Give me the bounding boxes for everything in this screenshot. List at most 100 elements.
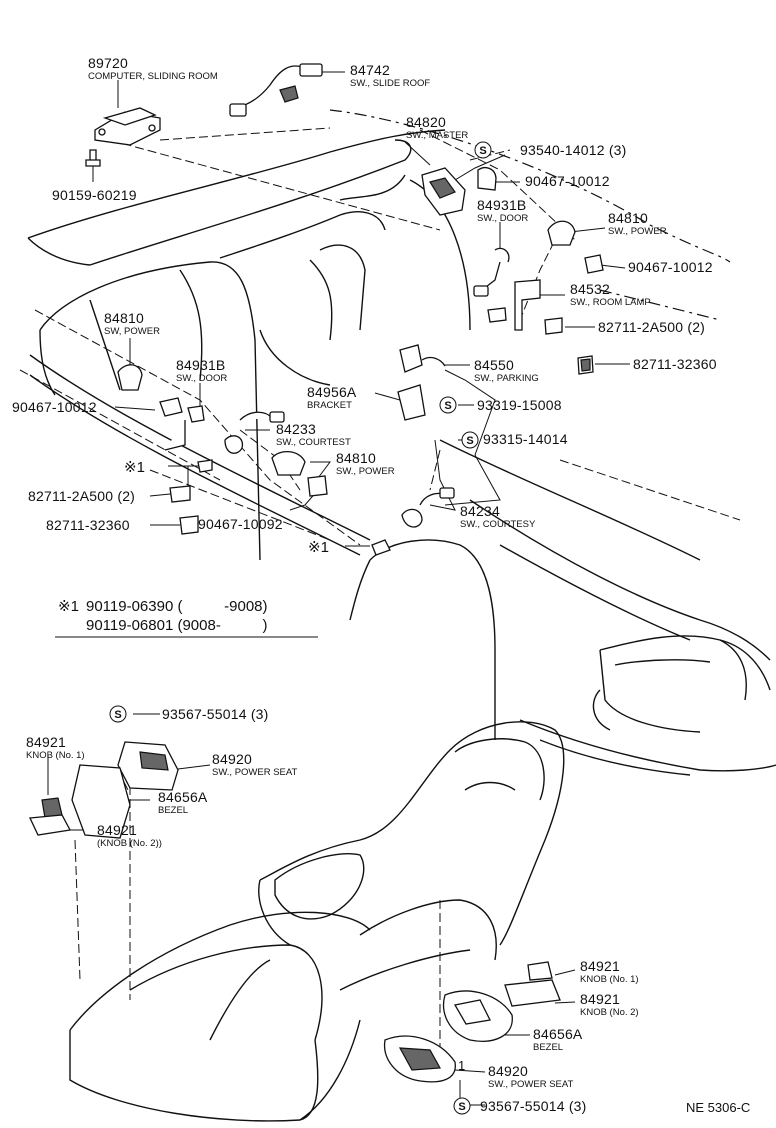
svg-text:89720: 89720 bbox=[88, 55, 128, 71]
svg-text:SW., PARKING: SW., PARKING bbox=[474, 373, 539, 384]
svg-text:84234: 84234 bbox=[460, 503, 500, 519]
callout-84920-left: 84920 SW., POWER SEAT bbox=[212, 751, 298, 778]
callout-82711-32360-right: 82711-32360 bbox=[633, 356, 717, 372]
svg-text:SW., DOOR: SW., DOOR bbox=[477, 213, 528, 224]
part-knobs-right bbox=[504, 961, 561, 1007]
callout-82711-2a500-right: 82711-2A500 (2) bbox=[598, 319, 705, 335]
svg-text:84931B: 84931B bbox=[176, 357, 225, 373]
callout-84931b-left: 84931B SW., DOOR bbox=[176, 357, 227, 384]
marker-one: 1 bbox=[458, 1058, 465, 1073]
callout-84233: 84233 SW., COURTEST bbox=[276, 421, 351, 448]
svg-text:BEZEL: BEZEL bbox=[533, 1042, 563, 1053]
svg-text:SW., POWER SEAT: SW., POWER SEAT bbox=[488, 1079, 574, 1090]
callout-84656a-left: 84656A BEZEL bbox=[158, 789, 208, 816]
svg-text:SW., POWER: SW., POWER bbox=[336, 466, 395, 477]
s-symbol-c5: S bbox=[474, 141, 492, 159]
part-parking-switch bbox=[397, 344, 446, 421]
vehicle-body-outline bbox=[27, 129, 776, 776]
svg-text:SW., POWER: SW., POWER bbox=[608, 226, 667, 237]
s-symbol-c18: S bbox=[439, 396, 457, 414]
callout-84810-left: 84810 SW, POWER bbox=[104, 310, 160, 337]
svg-text:93540-14012 (3): 93540-14012 (3) bbox=[520, 142, 627, 158]
svg-text:SW., SLIDE ROOF: SW., SLIDE ROOF bbox=[350, 78, 430, 89]
figure-reference: NE 5306-C bbox=[686, 1100, 750, 1115]
svg-text:BEZEL: BEZEL bbox=[158, 805, 188, 816]
part-slide-roof-switch bbox=[229, 63, 323, 117]
part-clips-left bbox=[169, 459, 213, 535]
svg-text:93567-55014 (3): 93567-55014 (3) bbox=[480, 1098, 587, 1114]
callout-90159-60219: 90159-60219 bbox=[52, 187, 137, 203]
seat-outline bbox=[69, 721, 565, 1122]
footnote: ※1 90119-06390 ( -9008) 90119-06801 (900… bbox=[55, 598, 318, 638]
svg-text:93319-15008: 93319-15008 bbox=[477, 397, 562, 413]
svg-text:84921: 84921 bbox=[580, 958, 620, 974]
part-room-lamp-switch bbox=[487, 279, 594, 375]
svg-text:COMPUTER, SLIDING ROOM: COMPUTER, SLIDING ROOM bbox=[88, 71, 218, 82]
part-power-seat-switch-left bbox=[71, 741, 179, 839]
part-door-switch-left bbox=[159, 397, 205, 451]
svg-text:84656A: 84656A bbox=[158, 789, 208, 805]
svg-text:84956A: 84956A bbox=[307, 384, 357, 400]
svg-text:84931B: 84931B bbox=[477, 197, 526, 213]
callout-84810-right: 84810 SW., POWER bbox=[608, 210, 667, 237]
callout-84742: 84742 SW., SLIDE ROOF bbox=[350, 62, 430, 89]
svg-text:90467-10012: 90467-10012 bbox=[525, 173, 610, 189]
callout-84956a: 84956A BRACKET bbox=[307, 384, 357, 411]
svg-text:90467-10012: 90467-10012 bbox=[628, 259, 713, 275]
callout-84550: 84550 SW., PARKING bbox=[474, 357, 539, 384]
callout-84921-knob1-left: 84921 KNOB (No. 1) bbox=[26, 734, 85, 761]
svg-text:SW., POWER SEAT: SW., POWER SEAT bbox=[212, 767, 298, 778]
callout-84920-right: 84920 SW., POWER SEAT bbox=[488, 1063, 574, 1090]
callout-84921-knob1-right: 84921 KNOB (No. 1) bbox=[580, 958, 639, 985]
svg-text:84920: 84920 bbox=[212, 751, 252, 767]
svg-text:SW., ROOM LAMP: SW., ROOM LAMP bbox=[570, 297, 651, 308]
svg-text:(KNOB (No. 2)): (KNOB (No. 2)) bbox=[97, 838, 162, 849]
svg-text:KNOB (No. 1): KNOB (No. 1) bbox=[26, 750, 85, 761]
svg-text:90467-10012: 90467-10012 bbox=[12, 399, 97, 415]
svg-text:KNOB (No. 2): KNOB (No. 2) bbox=[580, 1007, 639, 1018]
svg-text:84921: 84921 bbox=[97, 822, 137, 838]
marker-star1-left: ※1 bbox=[124, 459, 145, 476]
svg-text:82711-32360: 82711-32360 bbox=[633, 356, 717, 372]
callout-93540-14012: 93540-14012 (3) bbox=[520, 142, 627, 158]
callout-90467-10012-b: 90467-10012 bbox=[628, 259, 713, 275]
svg-text:84550: 84550 bbox=[474, 357, 514, 373]
svg-text:84810: 84810 bbox=[608, 210, 648, 226]
svg-text:SW., COURTESY: SW., COURTESY bbox=[460, 519, 536, 530]
part-knob-left bbox=[29, 797, 72, 836]
part-power-switch-right bbox=[547, 220, 604, 274]
svg-text:84532: 84532 bbox=[570, 281, 610, 297]
callout-82711-2a500-left: 82711-2A500 (2) bbox=[28, 488, 135, 504]
callout-93567-55014-upper: 93567-55014 (3) bbox=[162, 706, 268, 722]
svg-text:SW., COURTEST: SW., COURTEST bbox=[276, 437, 351, 448]
part-screw-90159 bbox=[85, 149, 101, 167]
footnote-symbol: ※1 bbox=[58, 598, 79, 615]
callout-84532: 84532 SW., ROOM LAMP bbox=[570, 281, 651, 308]
svg-text:84920: 84920 bbox=[488, 1063, 528, 1079]
svg-text:BRACKET: BRACKET bbox=[307, 400, 352, 411]
part-master-switch bbox=[421, 167, 497, 216]
s-symbol-c20: S bbox=[461, 431, 479, 449]
part-bezel-right bbox=[443, 990, 513, 1042]
svg-text:90467-10092: 90467-10092 bbox=[198, 516, 283, 532]
svg-text:82711-2A500 (2): 82711-2A500 (2) bbox=[598, 319, 705, 335]
callout-84921-knob2-left: 84921 (KNOB (No. 2)) bbox=[97, 822, 162, 849]
svg-text:SW., MASTER: SW., MASTER bbox=[406, 130, 468, 141]
svg-text:SW., DOOR: SW., DOOR bbox=[176, 373, 227, 384]
s-symbol-c35: S bbox=[453, 1097, 471, 1115]
part-courtesy-switch-left bbox=[224, 411, 285, 454]
svg-text:S: S bbox=[444, 400, 451, 412]
svg-text:84233: 84233 bbox=[276, 421, 316, 437]
callout-93567-55014-lower: 93567-55014 (3) bbox=[480, 1098, 587, 1114]
svg-text:S: S bbox=[466, 435, 473, 447]
s-symbol-c26: S bbox=[109, 705, 127, 723]
callout-93315-14014: 93315-14014 bbox=[483, 431, 568, 447]
callout-90467-10012-c: 90467-10012 bbox=[12, 399, 97, 415]
callout-84921-knob2-right: 84921 KNOB (No. 2) bbox=[580, 991, 639, 1018]
svg-text:84656A: 84656A bbox=[533, 1026, 583, 1042]
callout-84234: 84234 SW., COURTESY bbox=[460, 503, 536, 530]
svg-text:KNOB (No. 1): KNOB (No. 1) bbox=[580, 974, 639, 985]
footnote-line1: 90119-06390 ( -9008) bbox=[86, 598, 268, 615]
svg-text:84742: 84742 bbox=[350, 62, 390, 78]
